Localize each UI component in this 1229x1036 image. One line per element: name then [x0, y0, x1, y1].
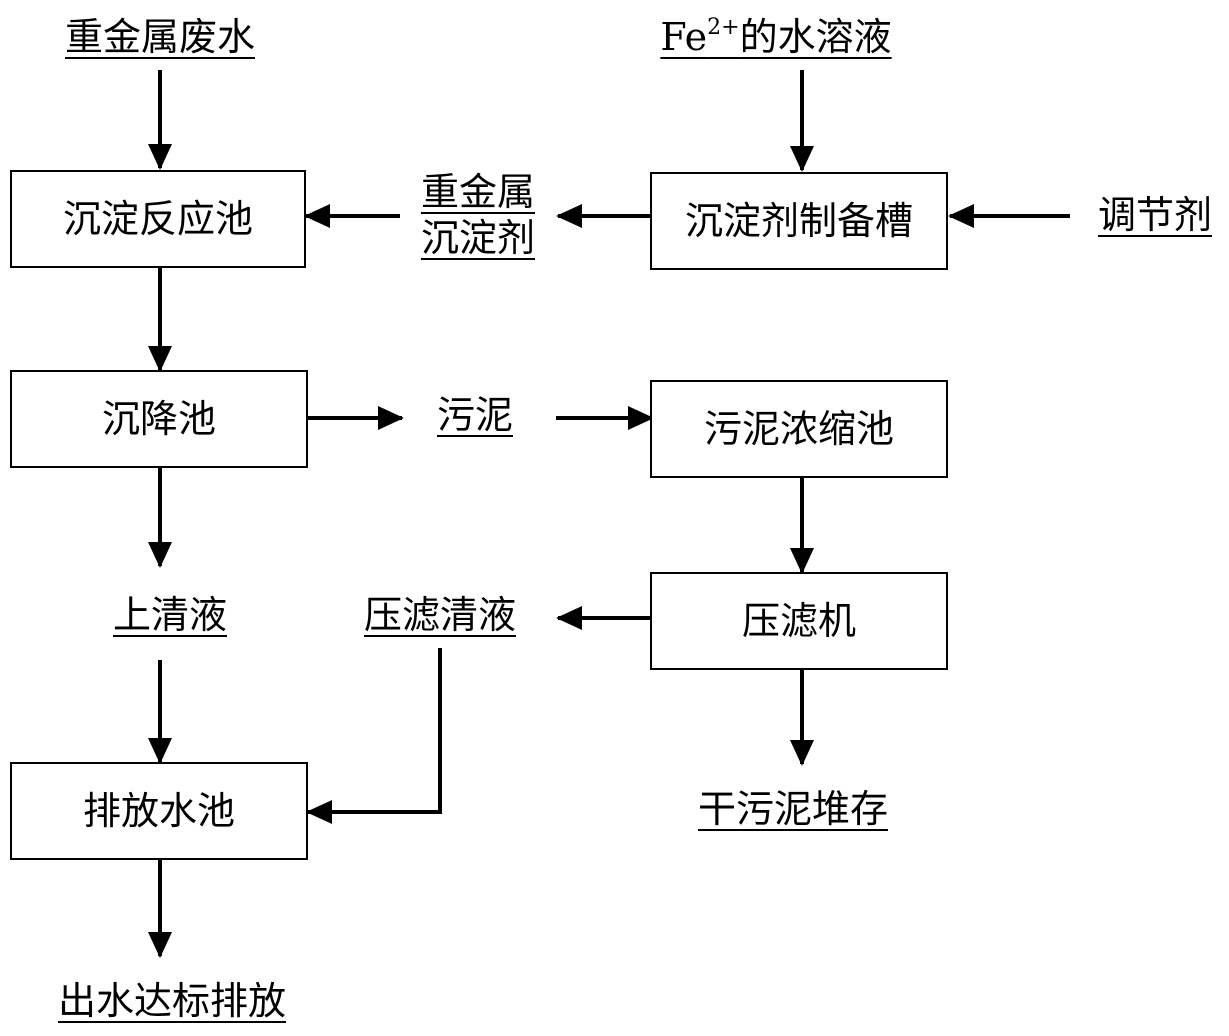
fe-prefix: Fe	[660, 15, 708, 59]
box-discharge-pool: 排放水池	[10, 762, 308, 860]
fe-suffix: 的水溶液	[739, 15, 892, 59]
box-precipitant-prep-tank: 沉淀剂制备槽	[650, 172, 948, 270]
precipitant-line-2: 沉淀剂	[420, 215, 536, 260]
precipitant-line-1: 重金属	[420, 170, 536, 214]
label-compliant-discharge: 出水达标排放	[57, 979, 287, 1023]
label-regulator: 调节剂	[1097, 193, 1213, 237]
box-settling-tank: 沉降池	[10, 370, 308, 468]
arrow-filtrate-to-discharge	[306, 648, 442, 824]
label-supernatant: 上清液	[112, 593, 228, 637]
fe-superscript: 2+	[707, 15, 740, 40]
label-fe-solution: Fe2+的水溶液	[660, 15, 892, 59]
box-filter-press: 压滤机	[650, 572, 948, 670]
box-precip-reaction-tank: 沉淀反应池	[10, 170, 306, 268]
box-sludge-thickener: 污泥浓缩池	[650, 380, 948, 478]
label-filtrate: 压滤清液	[363, 593, 517, 637]
label-wastewater: 重金属废水	[64, 15, 256, 59]
label-sludge: 污泥	[436, 393, 514, 437]
label-dry-sludge: 干污泥堆存	[697, 787, 889, 831]
label-precipitant: 重金属 沉淀剂	[421, 170, 535, 261]
